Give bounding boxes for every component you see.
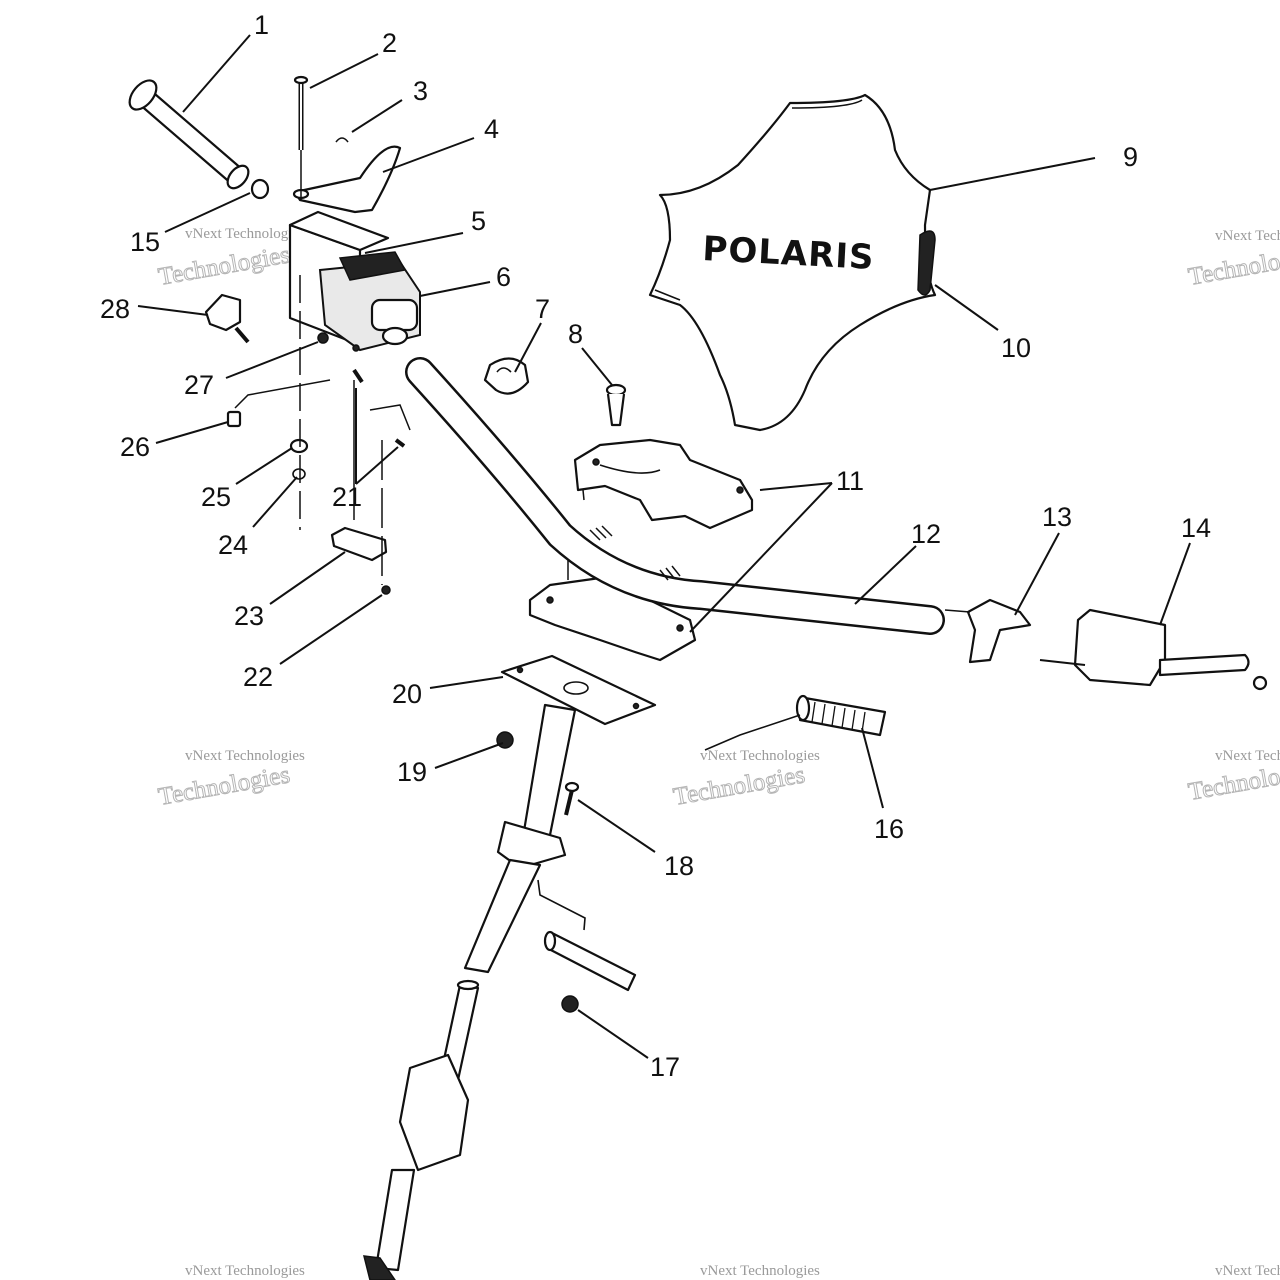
part-screws-21 xyxy=(352,368,406,448)
part-bushing xyxy=(250,178,270,200)
part-number-26: 26 xyxy=(120,432,150,462)
part-handlebar-clamps xyxy=(528,438,754,662)
part-bar-clamp xyxy=(483,357,530,395)
leader-lines xyxy=(137,34,1191,1059)
part-grip xyxy=(128,79,250,190)
watermark-small: vNext Technologies xyxy=(185,748,305,764)
part-handlebar-pad: POLARIS xyxy=(648,93,937,432)
part-throttle-lever xyxy=(292,145,402,214)
watermark-small: vNext Technologies xyxy=(1215,1263,1280,1279)
part-number-20: 20 xyxy=(392,679,422,709)
part-number-6: 6 xyxy=(496,262,511,292)
watermark-small: vNext Technologies xyxy=(700,1263,820,1279)
part-clip xyxy=(335,137,349,143)
part-steering-post xyxy=(363,703,577,1280)
part-throttle-housing xyxy=(288,210,421,352)
part-number-17: 17 xyxy=(650,1052,680,1082)
part-number-23: 23 xyxy=(234,601,264,631)
part-number-28: 28 xyxy=(100,294,130,324)
part-number-15: 15 xyxy=(130,227,160,257)
part-brake-bracket xyxy=(944,598,1032,664)
part-number-7: 7 xyxy=(535,294,550,324)
part-pivot-pin xyxy=(537,879,637,1013)
part-kill-switch xyxy=(204,293,250,344)
watermark-small: vNext Technologies xyxy=(1215,228,1280,244)
part-handlebar xyxy=(405,357,945,635)
part-number-labels: 1 2 3 4 5 6 7 8 9 10 11 12 13 14 15 16 1… xyxy=(100,10,1211,1082)
watermark-small: vNext Technologies xyxy=(1215,748,1280,764)
watermark-small: vNext Technologies xyxy=(185,226,305,242)
part-number-19: 19 xyxy=(397,757,427,787)
watermark-small: vNext Technologies xyxy=(700,748,820,764)
watermark-large: Technologies xyxy=(1186,241,1280,291)
part-screw-22 xyxy=(381,585,391,595)
polaris-logo: POLARIS xyxy=(702,229,876,278)
part-number-5: 5 xyxy=(471,206,486,236)
part-pin xyxy=(293,75,309,150)
part-number-10: 10 xyxy=(1001,333,1031,363)
part-bolt-8 xyxy=(605,383,627,427)
part-washer xyxy=(289,438,309,454)
part-master-cylinder xyxy=(1039,608,1268,691)
part-number-2: 2 xyxy=(382,28,397,58)
part-number-22: 22 xyxy=(243,662,273,692)
part-number-18: 18 xyxy=(664,851,694,881)
part-number-8: 8 xyxy=(568,319,583,349)
part-number-1: 1 xyxy=(254,10,269,40)
part-number-14: 14 xyxy=(1181,513,1211,543)
part-number-21: 21 xyxy=(332,482,362,512)
alignment-lines xyxy=(234,150,585,585)
part-retaining-ring xyxy=(292,468,306,480)
part-number-9: 9 xyxy=(1123,142,1138,172)
part-screw xyxy=(317,332,329,344)
part-cover-plate xyxy=(330,526,388,562)
part-pad-insert xyxy=(917,230,936,296)
watermark-small: vNext Technologies xyxy=(185,1263,305,1279)
part-number-25: 25 xyxy=(201,482,231,512)
watermark-large: Technologies xyxy=(156,761,292,811)
part-nut-19 xyxy=(496,731,514,749)
part-number-11: 11 xyxy=(836,466,864,496)
part-number-3: 3 xyxy=(413,76,428,106)
part-screw-18 xyxy=(564,781,580,816)
part-number-13: 13 xyxy=(1042,502,1072,532)
part-number-16: 16 xyxy=(874,814,904,844)
part-number-27: 27 xyxy=(184,370,214,400)
part-number-4: 4 xyxy=(484,114,499,144)
part-heater-grip xyxy=(704,694,887,751)
part-number-24: 24 xyxy=(218,530,248,560)
part-number-12: 12 xyxy=(911,519,941,549)
watermark-large: Technologies xyxy=(671,761,807,811)
part-post-plate xyxy=(500,654,657,726)
watermark-large: Technologies xyxy=(156,241,292,291)
watermarks: vNext Technologies Technologies vNext Te… xyxy=(156,226,1280,1279)
part-small-nut xyxy=(226,410,242,428)
